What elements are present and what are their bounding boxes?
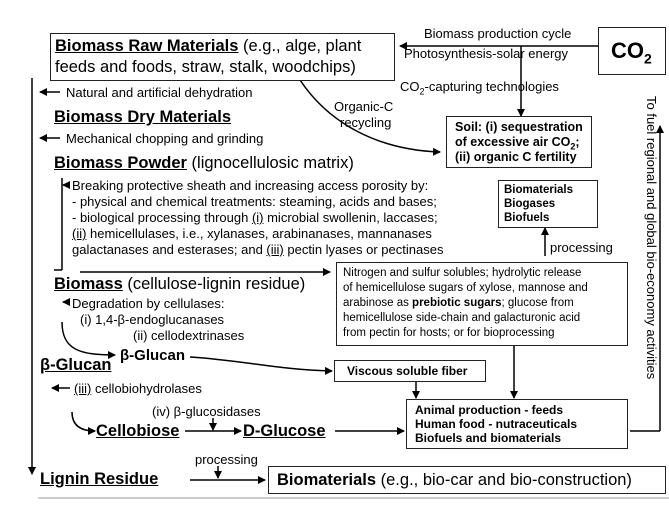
co2-box: CO2: [598, 27, 666, 75]
cellodextrinases-label: (ii) cellodextrinases: [133, 328, 245, 343]
biomaterials-box: Biomaterials (e.g., bio-car and bio-cons…: [268, 466, 666, 494]
pretreat-line-2: - physical and chemical treatments: stea…: [72, 194, 437, 209]
co2-subscript: 2: [644, 50, 652, 67]
dry-materials-title: Biomass Dry Materials: [54, 108, 231, 126]
processing-label-1: processing: [550, 240, 613, 255]
organic-c-arrow: [299, 79, 441, 156]
d-glucose-title: D-Glucose: [243, 422, 326, 440]
raw-materials-box: Biomass Raw Materials (e.g., alge, plant…: [50, 33, 395, 81]
products-item-3: Biofuels: [504, 212, 550, 224]
fiber-arrow: [189, 356, 333, 375]
products-box: Biomaterials Biogases Biofuels: [498, 180, 598, 228]
fiber-box: Viscous soluble fiber: [334, 360, 486, 382]
soil-text-3: (ii) organic C fertility: [455, 150, 577, 164]
animal-line-2: Human food - nutraceuticals: [415, 417, 578, 431]
animal-box: Animal production - feeds Human food - n…: [406, 399, 628, 449]
bioeconomy-label: To fuel regional and global bio-economy …: [644, 96, 659, 380]
fiber-label: Viscous soluble fiber: [347, 364, 468, 378]
biomass-text: (cellulose-lignin residue): [122, 275, 306, 293]
cellobiohydrolases-label: (iii): [74, 381, 92, 396]
beta-glucan-title: β-Glucan: [40, 356, 112, 374]
endoglucanases-label: (i) 1,4-β-endoglucanases: [80, 312, 225, 327]
pretreat-line-1: Breaking protective sheath and increasin…: [72, 178, 429, 193]
animal-line-3: Biofuels and biomaterials: [415, 431, 562, 445]
pretreat-line-3: - biological processing through: [72, 210, 252, 225]
chopping-label: Mechanical chopping and grinding: [66, 131, 264, 146]
solubles-line-4: hemicellulose side-chain and galacturoni…: [343, 312, 581, 324]
animal-line-1: Animal production - feeds: [415, 403, 564, 417]
solubles-line-3: arabinose as: [343, 297, 413, 309]
solubles-line-2: of hemicellulose sugars of xylose, manno…: [343, 282, 588, 294]
powder-title: Biomass Powder: [54, 154, 187, 172]
soil-box: Soil: (i) sequestration of excessive air…: [446, 116, 592, 168]
organic-c-label-2: recycling: [340, 115, 392, 130]
cycle-label-2: Photosynthesis-solar energy: [404, 46, 569, 61]
degradation-label: Degradation by cellulases:: [72, 296, 225, 311]
capture-label: CO: [400, 79, 420, 94]
processing-label-2: processing: [195, 452, 258, 467]
solubles-box: Nitrogen and sulfur solubles; hydrolytic…: [336, 262, 628, 346]
organic-c-label-1: Organic-C: [334, 99, 394, 114]
powder-text: (lignocellulosic matrix): [186, 154, 354, 172]
glucosidases-label: (iv) β-glucosidases: [152, 404, 261, 419]
dehydration-label: Natural and artificial dehydration: [66, 85, 253, 100]
products-item-1: Biomaterials: [504, 184, 574, 196]
glucan-arrow: [61, 321, 116, 359]
pretreat-line-4: (ii): [72, 226, 87, 241]
raw-materials-text-2: feeds and foods, straw, stalk, woodchips…: [55, 58, 356, 76]
cellobiose-title: Cellobiose: [96, 422, 180, 440]
raw-materials-title: Biomass Raw Materials: [55, 37, 239, 55]
soil-text-2: of excessive air CO: [455, 135, 571, 149]
biomaterials-text: (e.g., bio-car and bio-construction): [376, 471, 632, 489]
cycle-label-1: Biomass production cycle: [424, 26, 572, 41]
biomass-title: Biomass: [54, 275, 123, 293]
co2-label: CO: [611, 38, 644, 63]
solubles-line-5: from pectin for hosts; or for bioprocess…: [343, 327, 555, 339]
soil-text-1: Soil: (i) sequestration: [455, 120, 583, 134]
pretreat-line-5: galactanases and esterases; and: [72, 242, 267, 257]
raw-materials-text: (e.g., alge, plant: [238, 37, 362, 55]
beta-glucan-product: β-Glucan: [120, 347, 185, 364]
solubles-line-1: Nitrogen and sulfur solubles; hydrolytic…: [343, 267, 582, 279]
products-item-2: Biogases: [504, 198, 556, 210]
biomaterials-title: Biomaterials: [277, 471, 377, 489]
cellobiose-arrow: [71, 411, 96, 435]
lignin-title: Lignin Residue: [40, 470, 159, 488]
